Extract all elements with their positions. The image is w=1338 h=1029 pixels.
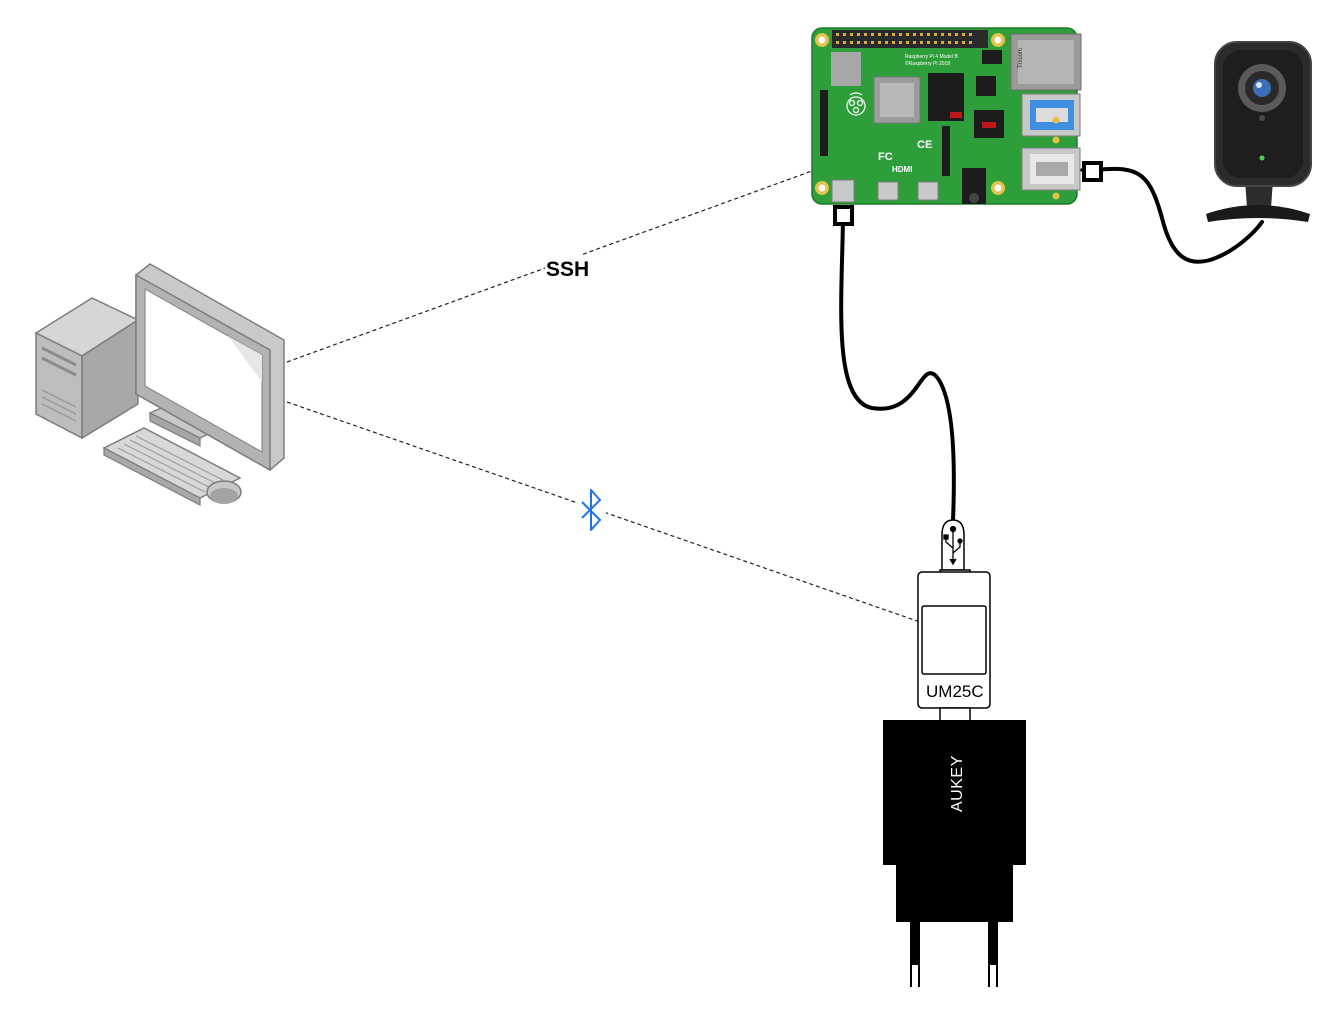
usb-a-plug-camera (1082, 161, 1103, 182)
power-adapter-icon: AUKEY (883, 720, 1026, 987)
ssh-label: SSH (546, 258, 589, 281)
svg-text:FC: FC (878, 151, 893, 163)
pi-to-meter-cable (839, 216, 956, 522)
pi-to-camera-cable (1095, 166, 1264, 264)
usb-c-plug (833, 205, 854, 226)
charger-label: AUKEY (949, 755, 966, 812)
usb-meter-icon: UM25C (917, 569, 991, 723)
meter-label: UM25C (926, 682, 984, 701)
bluetooth-icon (578, 488, 606, 532)
usb-icon (941, 519, 965, 571)
board-model-text: Raspberry Pi 4 Model B (905, 54, 958, 60)
chip-brand-text: Trxcom (1018, 48, 1024, 68)
desktop-computer-icon (34, 263, 285, 506)
board-copyright-text: ©Raspberry Pi 2018 (905, 60, 950, 67)
webcam-icon (1206, 41, 1312, 222)
ssh-label-group: SSH (545, 255, 597, 283)
raspberry-logo-icon (846, 92, 866, 116)
svg-text:CE: CE (917, 139, 932, 151)
raspberry-pi-board-icon: Raspberry Pi 4 Model B ©Raspberry Pi 201… (811, 27, 1082, 205)
hdmi-text: HDMI (892, 165, 912, 174)
